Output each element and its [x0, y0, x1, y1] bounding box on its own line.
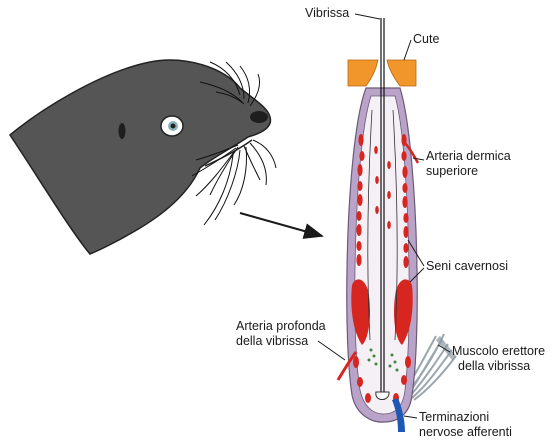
seal-eye — [161, 116, 183, 136]
label-seni-cavernosi: Seni cavernosi — [426, 259, 508, 273]
label-terminazioni-nervose: Terminazioni nervose afferenti — [419, 410, 512, 439]
label-cute: Cute — [413, 32, 439, 46]
pointer-arrow — [240, 213, 322, 236]
seal-nose — [250, 111, 268, 123]
follicle-illustration — [338, 18, 456, 432]
label-vibrissa: Vibrissa — [305, 6, 349, 20]
label-arteria-profonda: Arteria profonda della vibrissa — [236, 319, 329, 348]
label-arteria-dermica-superiore: Arteria dermica superiore — [426, 149, 514, 178]
skin-layer — [348, 60, 378, 86]
label-muscolo-erettore: Muscolo erettore della vibrissa — [452, 344, 549, 373]
seal-head-illustration — [10, 60, 276, 254]
seal-ear — [119, 123, 126, 139]
